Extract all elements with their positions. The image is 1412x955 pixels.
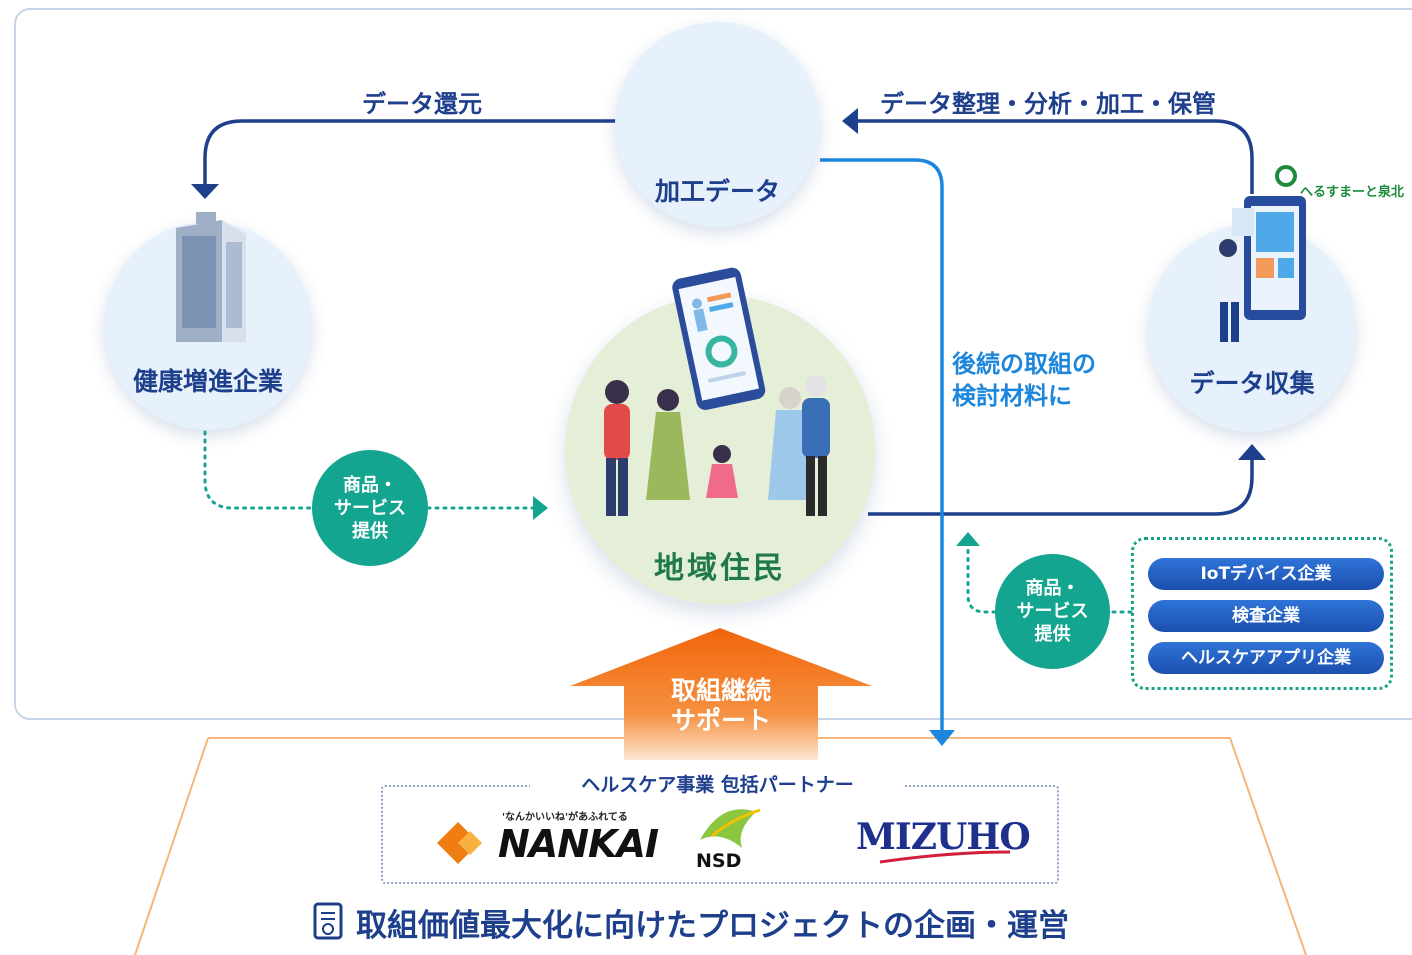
future-material-line2: 検討材料に: [952, 382, 1072, 410]
company-service-arrowhead: [956, 532, 980, 546]
processed-data-label: 加工データ: [654, 177, 780, 206]
support-arrow-label: 取組継続 サポート: [628, 676, 814, 736]
mizuho-swoosh: [879, 850, 1011, 864]
data-return-label: データ還元: [362, 90, 482, 118]
document-icon: [313, 902, 343, 940]
tablet-user-icon: [1218, 196, 1306, 342]
processed-data-node: 加工データ: [615, 22, 820, 227]
brand-name: へるすまーと泉北: [1300, 185, 1405, 200]
support-line1: 取組継続: [670, 676, 771, 705]
service-badge-left: 商品・ サービス 提供: [312, 450, 428, 566]
project-base-outline: [134, 737, 1307, 955]
residents-to-collection-arrow: [868, 458, 1254, 516]
service-badge-right-line2: サービス: [1016, 601, 1089, 622]
health-service-dotted-line: [203, 430, 535, 510]
data-processing-arrowhead: [842, 108, 858, 134]
partner-title: ヘルスケア事業 包括パートナー: [530, 770, 905, 797]
company-group: IoTデバイス企業 検査企業 ヘルスケアアプリ企業: [1131, 537, 1393, 690]
future-material-line1: 後続の取組の: [952, 350, 1096, 378]
service-badge-right-line1: 商品・: [1025, 578, 1080, 599]
data-return-arrowhead: [191, 184, 219, 199]
nankai-logo-mark-inner: [458, 831, 482, 855]
service-badge-left-line2: サービス: [334, 497, 406, 519]
family-illustration: [604, 375, 830, 516]
future-material-label: 後続の取組の 検討材料に: [952, 348, 1096, 412]
nsd-logo-text: NSD: [696, 850, 742, 872]
future-material-arrow: [820, 158, 944, 732]
service-badge-left-line3: 提供: [352, 520, 388, 542]
residents-to-collection-arrowhead: [1238, 444, 1266, 460]
support-line2: サポート: [670, 706, 771, 735]
building-icon: [176, 212, 246, 342]
nankai-tagline: 'なんかいいね'があふれてる: [502, 812, 628, 823]
brand-logo-mark: [1275, 165, 1297, 187]
company-pill-iot: IoTデバイス企業: [1148, 558, 1384, 590]
service-badge-left-line1: 商品・: [343, 474, 397, 496]
bottom-title: 取組価値最大化に向けたプロジェクトの企画・運営: [356, 908, 1069, 944]
company-pill-healthcare-app: ヘルスケアアプリ企業: [1148, 642, 1384, 674]
company-service-dotted-line: [966, 543, 1133, 614]
service-badge-right-line3: 提供: [1034, 624, 1071, 645]
nankai-logo-text: NANKAI: [498, 822, 659, 866]
data-processing-arrow: [858, 119, 1254, 194]
smartphone-icon: [672, 267, 766, 410]
data-processing-label: データ整理・分析・加工・保管: [880, 90, 1216, 118]
nsd-logo-mark: [700, 809, 756, 848]
data-return-arrow: [203, 119, 616, 186]
service-badge-right: 商品・ サービス 提供: [995, 554, 1110, 669]
health-service-arrowhead: [533, 496, 548, 520]
support-arrow: [570, 628, 872, 760]
mizuho-logo-text: MIZUHO: [856, 816, 1031, 858]
company-pill-inspection: 検査企業: [1148, 600, 1384, 632]
future-material-arrowhead: [929, 730, 955, 746]
